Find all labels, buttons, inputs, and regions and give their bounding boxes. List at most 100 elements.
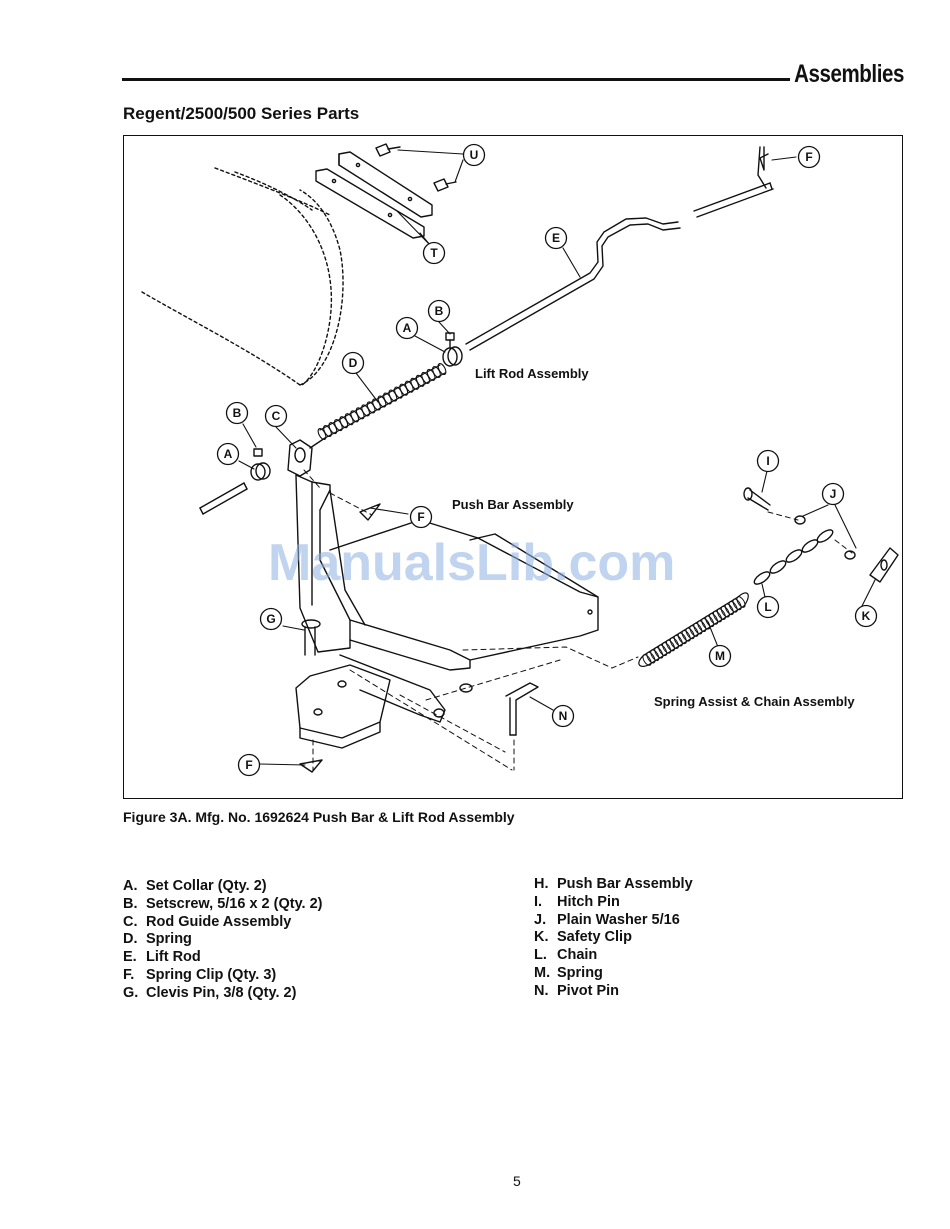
figure-caption: Figure 3A. Mfg. No. 1692624 Push Bar & L… — [123, 809, 515, 825]
callout-letter-j: J — [830, 487, 837, 501]
callout-f2 — [409, 505, 433, 529]
bolts-u — [375, 143, 457, 192]
callout-e — [544, 226, 568, 250]
figure-frame — [123, 135, 903, 799]
part-item: I.Hitch Pin — [534, 893, 620, 910]
callout-letter-b1: B — [435, 304, 444, 318]
spring-coil — [673, 634, 683, 647]
callout-d — [341, 351, 365, 375]
callout-letter-f3: F — [245, 758, 252, 772]
set-collar-lower — [250, 448, 271, 481]
part-item: K.Safety Clip — [534, 929, 632, 946]
callout-letter-u: U — [470, 148, 479, 162]
push-bar-frame — [295, 474, 599, 749]
parts-list-right: H.Push Bar Assembly I.Hitch Pin J.Plain … — [534, 876, 693, 1001]
pivot-pin — [505, 682, 539, 736]
part-item: H.Push Bar Assembly — [534, 876, 693, 892]
part-item: N.Pivot Pin — [534, 982, 620, 999]
callout-b1 — [427, 299, 451, 323]
part-item: C.Rod Guide Assembly — [123, 913, 292, 930]
callout-t — [422, 241, 446, 265]
spring-coil — [658, 644, 668, 657]
rod-guide — [287, 437, 326, 477]
loose-pin — [199, 482, 248, 515]
callout-letter-a2: A — [224, 447, 233, 461]
extension-spring-coils — [642, 596, 746, 666]
callout-circles — [216, 143, 878, 777]
part-item: L.Chain — [534, 947, 598, 964]
callout-letter-i: I — [766, 454, 769, 468]
label-push-bar-assembly: Push Bar Assembly — [452, 497, 574, 512]
part-item: G.Clevis Pin, 3/8 (Qty. 2) — [123, 984, 297, 1001]
callout-letter-f1: F — [805, 150, 812, 164]
blade-outline — [141, 167, 344, 386]
spring-coil — [654, 646, 664, 659]
parts-list-left: A.Set Collar (Qty. 2) B.Setscrew, 5/16 x… — [123, 878, 323, 1003]
spring-coil — [716, 608, 726, 620]
spring-clip-top — [757, 146, 769, 189]
callout-letter-f2: F — [417, 510, 424, 524]
part-item: E.Lift Rod — [123, 949, 201, 966]
spring-coil — [689, 625, 699, 637]
clevis-pin — [301, 619, 321, 656]
callout-letter-d: D — [349, 356, 358, 370]
set-collar-upper — [442, 332, 463, 367]
header-rule — [122, 78, 790, 81]
callout-letter-b2: B — [233, 406, 242, 420]
callout-a1 — [395, 316, 419, 340]
part-item: D.Spring — [123, 931, 192, 948]
spring-coil — [728, 600, 738, 613]
label-lift-rod-assembly: Lift Rod Assembly — [475, 366, 589, 381]
callout-letter-a1: A — [403, 321, 412, 335]
callout-letter-m: M — [715, 649, 725, 663]
lift-rod — [465, 182, 774, 351]
callout-n — [551, 704, 575, 728]
compression-spring-coils — [317, 362, 447, 441]
page-number: 5 — [513, 1173, 521, 1189]
callout-f3 — [237, 753, 261, 777]
callout-letter-g: G — [266, 612, 275, 626]
spring-coil — [724, 603, 734, 616]
spring-coil — [646, 651, 656, 664]
part-item: A.Set Collar (Qty. 2) — [123, 878, 267, 894]
spring-coil — [720, 605, 730, 618]
hitch-pin — [743, 487, 771, 511]
label-spring-assist-chain-assembly: Spring Assist & Chain Assembly — [654, 694, 855, 709]
spring-coil — [697, 620, 707, 633]
part-item: M.Spring — [534, 964, 603, 981]
chain — [753, 529, 834, 585]
spring-coil — [709, 613, 719, 625]
spring-coil — [681, 629, 691, 642]
spring-coil — [685, 627, 695, 640]
callout-k — [854, 604, 878, 628]
callout-l — [756, 595, 780, 619]
callout-g — [259, 607, 283, 631]
assembly-guide-lines — [303, 469, 853, 771]
safety-clip — [869, 547, 899, 583]
watermark: ManualsLib.com — [268, 534, 676, 592]
page-heading: Regent/2500/500 Series Parts — [123, 104, 360, 123]
callout-m — [708, 644, 732, 668]
part-item: J.Plain Washer 5/16 — [534, 911, 680, 928]
section-title: Assemblies — [794, 60, 904, 88]
spring-coil — [705, 615, 715, 628]
spring-clips — [299, 503, 381, 773]
spring-coil — [677, 632, 687, 645]
callout-letter-t: T — [430, 246, 438, 260]
spring-coil — [437, 362, 447, 376]
callout-i — [756, 449, 780, 473]
callout-a2 — [216, 442, 240, 466]
part-item: B.Setscrew, 5/16 x 2 (Qty. 2) — [123, 895, 323, 912]
spring-coil — [665, 639, 676, 652]
mounting-plates — [315, 151, 433, 239]
spring-coil — [736, 596, 746, 608]
spring-coil — [701, 617, 711, 630]
callout-letter-n: N — [559, 709, 568, 723]
spring-coil — [642, 654, 652, 666]
callout-letter-l: L — [764, 600, 771, 614]
spring-coil — [662, 642, 672, 654]
spring-coil — [669, 637, 679, 649]
callout-b2 — [225, 401, 249, 425]
callout-letters: U T F E B A D B C A F I J G L K M N F — [224, 148, 871, 772]
